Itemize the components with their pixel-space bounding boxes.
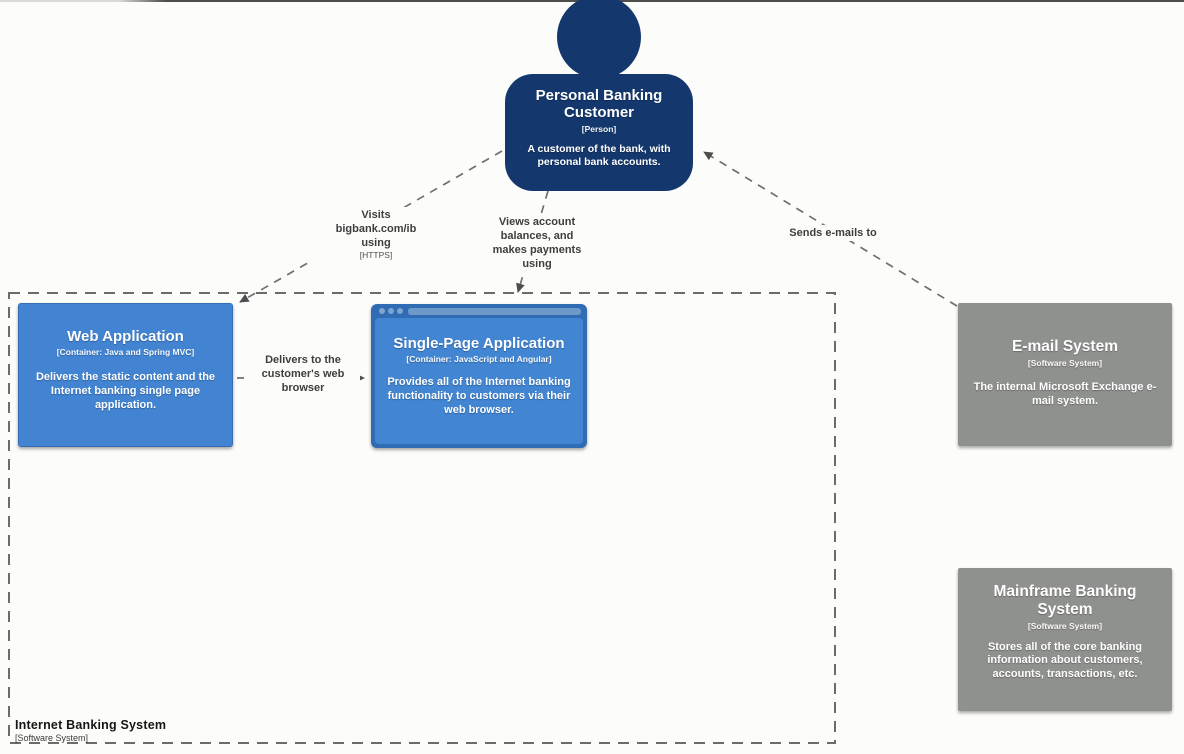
email-title: E-mail System <box>1012 338 1118 355</box>
node-personal-banking-customer: Personal Banking Customer [Person] A cus… <box>505 74 693 191</box>
views-line3: makes payments <box>492 244 582 257</box>
mainframe-meta: [Software System] <box>1027 620 1103 631</box>
webapp-description: Delivers the static content and the Inte… <box>35 371 216 411</box>
person-title: Personal Banking Customer <box>505 87 693 122</box>
boundary-label: Internet Banking System [Software System… <box>15 718 166 743</box>
delivers-line3: browser <box>281 382 325 395</box>
node-single-page-application: Single-Page Application [Container: Java… <box>371 304 587 448</box>
node-web-application: Web Application [Container: Java and Spr… <box>18 303 233 447</box>
delivers-line2: customer's web <box>261 368 345 381</box>
person-description: A customer of the bank, with personal ba… <box>527 142 671 168</box>
email-description: The internal Microsoft Exchange e-mail s… <box>973 380 1157 407</box>
visits-line2: bigbank.com/ib <box>335 223 417 236</box>
spa-meta: [Container: JavaScript and Angular] <box>406 354 552 365</box>
visits-line3: using <box>361 237 391 250</box>
edge-label-views: Views account balances, and makes paymen… <box>467 214 607 273</box>
delivers-line1: Delivers to the <box>265 354 341 366</box>
edge-sends-emails-customer <box>703 151 958 307</box>
sends-label-text: Sends e-mails to <box>789 227 877 239</box>
webapp-meta: [Container: Java and Spring MVC] <box>56 347 195 358</box>
visits-line1: Visits <box>361 209 391 221</box>
visits-technology: [HTTPS] <box>359 250 393 261</box>
spa-description: Provides all of the Internet banking fun… <box>387 376 571 416</box>
boundary-meta: [Software System] <box>15 733 89 743</box>
email-meta: [Software System] <box>1027 357 1103 368</box>
system-boundary-outline <box>8 292 836 744</box>
mainframe-title: Mainframe Banking System <box>958 583 1172 619</box>
browser-address-bar <box>408 308 581 315</box>
edge-label-visits: Visits bigbank.com/ib using [HTTPS] <box>305 207 447 263</box>
spa-content: Single-Page Application [Container: Java… <box>375 318 583 444</box>
webapp-title: Web Application <box>67 328 184 345</box>
person-title-line1: Personal Banking <box>535 87 663 104</box>
spa-title: Single-Page Application <box>393 335 565 352</box>
mainframe-title-line2: System <box>1037 600 1093 618</box>
mainframe-description: Stores all of the core banking informati… <box>987 640 1143 681</box>
boundary-title: Internet Banking System <box>15 718 167 732</box>
browser-dot-icon <box>388 308 394 314</box>
person-title-line2: Customer <box>563 104 634 122</box>
person-head-icon <box>557 0 641 79</box>
node-email-system: E-mail System [Software System] The inte… <box>958 303 1172 446</box>
views-line2: balances, and <box>500 230 574 243</box>
node-mainframe-banking-system: Mainframe Banking System [Software Syste… <box>958 568 1172 711</box>
edge-label-delivers: Delivers to the customer's web browser <box>246 352 360 397</box>
person-meta: [Person] <box>581 123 617 134</box>
edge-label-sends-emails: Sends e-mails to <box>772 225 894 242</box>
mainframe-title-line1: Mainframe Banking <box>993 583 1137 600</box>
browser-dot-icon <box>379 308 385 314</box>
browser-dot-icon <box>397 308 403 314</box>
views-line4: using <box>522 258 552 271</box>
views-line1: Views account <box>498 216 576 228</box>
